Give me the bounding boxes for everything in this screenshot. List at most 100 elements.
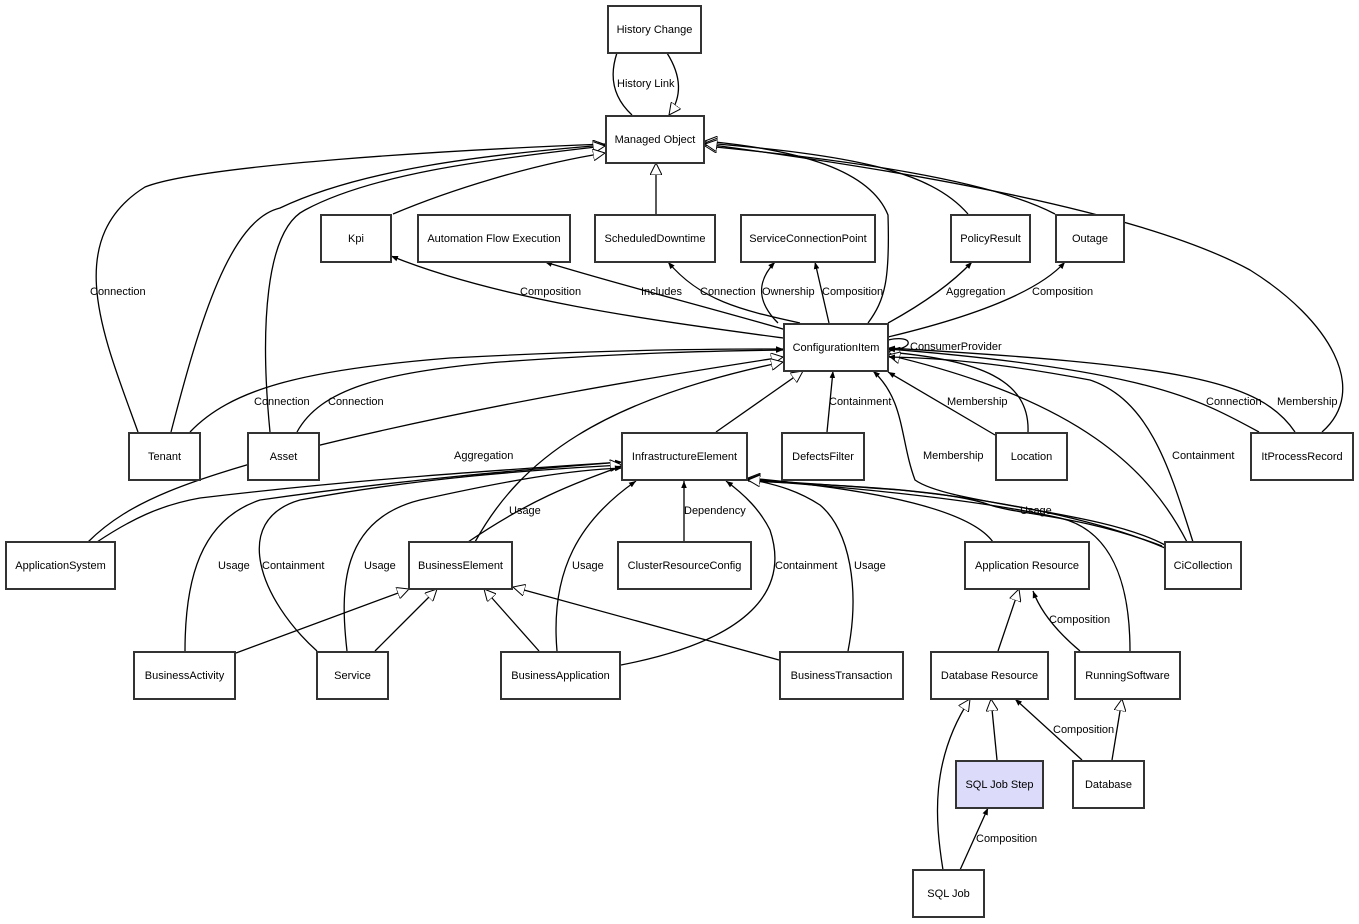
node-configuration-item[interactable]: ConfigurationItem (783, 323, 889, 372)
label-ci-scp-ownership: Ownership (762, 286, 815, 298)
node-history-change[interactable]: History Change (607, 5, 702, 54)
node-ci-collection[interactable]: CiCollection (1164, 541, 1242, 590)
label-ipr-ci-membership: Membership (1277, 396, 1338, 408)
node-scheduled-downtime[interactable]: ScheduledDowntime (594, 214, 716, 263)
label-ci-afe-includes: Includes (641, 286, 682, 298)
node-label: Managed Object (614, 133, 696, 146)
edge-db-rs-inherit (1111, 699, 1122, 761)
edge-tenant-mo-connection (95, 141, 606, 433)
node-label: SQL Job Step (965, 778, 1034, 791)
label-rs-ar-composition: Composition (1049, 614, 1110, 626)
label-ci-kpi-composition: Composition (520, 286, 581, 298)
node-business-element[interactable]: BusinessElement (408, 541, 513, 590)
node-label: BusinessActivity (144, 669, 225, 682)
node-application-system[interactable]: ApplicationSystem (5, 541, 116, 590)
node-automation-flow-execution[interactable]: Automation Flow Execution (417, 214, 571, 263)
node-database[interactable]: Database (1072, 760, 1145, 809)
node-business-activity[interactable]: BusinessActivity (133, 651, 236, 700)
edge-rs-ie-inherit (748, 480, 1131, 652)
edge-bt-ie-usage (747, 477, 854, 652)
node-label: Database Resource (940, 669, 1039, 682)
edge-history-link-down (666, 52, 679, 115)
node-service[interactable]: Service (316, 651, 389, 700)
node-application-resource[interactable]: Application Resource (964, 541, 1090, 590)
edge-bapp-be-inherit (484, 589, 540, 652)
label-ci-pr-aggregation: Aggregation (946, 286, 1005, 298)
edge-df-ci-containment (826, 370, 836, 433)
node-label: ScheduledDowntime (604, 232, 706, 245)
label-df-ci-containment: Containment (829, 396, 891, 408)
label-ipr-ci-connection: Connection (1206, 396, 1262, 408)
node-policy-result[interactable]: PolicyResult (950, 214, 1031, 263)
edge-bapp-ie-usage (555, 480, 637, 652)
node-label: Application Resource (975, 559, 1079, 572)
label-be-ie-usage: Usage (509, 505, 541, 517)
edge-outage-mo-inherit (705, 146, 1056, 215)
node-tenant[interactable]: Tenant (128, 432, 201, 481)
edge-sqljob-step-composition (959, 807, 989, 871)
edge-ci-outage-composition (887, 261, 1066, 338)
edge-bapp-ie-containment (620, 480, 776, 666)
edge-db-dr-composition (1014, 698, 1083, 761)
node-business-application[interactable]: BusinessApplication (500, 651, 621, 700)
node-running-software[interactable]: RunningSoftware (1074, 651, 1181, 700)
node-sql-job[interactable]: SQL Job (912, 869, 985, 918)
node-service-connection-point[interactable]: ServiceConnectionPoint (740, 214, 876, 263)
edge-ipr-ci-connection (887, 346, 1260, 433)
node-label: ItProcessRecord (1261, 450, 1343, 463)
edge-tenant-ci-connection (189, 346, 784, 433)
label-history-link: History Link (617, 78, 675, 90)
edge-dr-ar-inherit (997, 589, 1019, 652)
edge-ci-sd-connection (667, 261, 801, 324)
node-label: Outage (1071, 232, 1109, 245)
node-label: ApplicationSystem (15, 559, 106, 572)
edge-cic-ie-inherit (748, 479, 1166, 549)
edge-location-ci-inherit (888, 352, 1029, 433)
edge-ci-pr-aggregation (887, 261, 973, 324)
label-cic-ci-membership: Membership (923, 450, 984, 462)
label-cic-ci-containment: Containment (1172, 450, 1234, 462)
node-database-resource[interactable]: Database Resource (930, 651, 1049, 700)
node-label: ServiceConnectionPoint (749, 232, 867, 245)
label-as-ie-aggregation: Aggregation (454, 450, 513, 462)
edge-be-ie-usage (467, 465, 623, 543)
edge-ci-scp-ownership (761, 261, 779, 324)
node-label: Tenant (147, 450, 182, 463)
edge-svc-ie-containment (258, 465, 622, 652)
edge-ipr-ci-membership (887, 345, 1296, 433)
edge-be-ci-inherit (474, 362, 783, 543)
edge-ie-ci-inherit (715, 371, 803, 433)
label-bt-ie-usage: Usage (854, 560, 886, 572)
label-bapp-ie-usage: Usage (572, 560, 604, 572)
node-label: BusinessApplication (511, 669, 610, 682)
node-kpi[interactable]: Kpi (320, 214, 392, 263)
node-label: Service (334, 669, 371, 682)
node-defects-filter[interactable]: DefectsFilter (781, 432, 865, 481)
edge-rs-ar-composition (1032, 590, 1081, 652)
edge-cic-ci-inherit (888, 355, 1188, 543)
node-it-process-record[interactable]: ItProcessRecord (1250, 432, 1354, 481)
label-location-ci-membership: Membership (947, 396, 1008, 408)
node-outage[interactable]: Outage (1055, 214, 1125, 263)
node-label: Database (1084, 778, 1133, 791)
node-label: DefectsFilter (792, 450, 854, 463)
label-bapp-ie-containment: Containment (775, 560, 837, 572)
node-label: History Change (616, 23, 693, 36)
edge-cic-ci-membership (872, 370, 1166, 546)
edge-ci-kpi-composition (390, 255, 784, 339)
edge-ba-ie-usage (184, 459, 623, 652)
edge-svc-ie-usage (343, 465, 623, 652)
label-svc-ie-usage: Usage (364, 560, 396, 572)
node-label: BusinessElement (418, 559, 503, 572)
node-infrastructure-element[interactable]: InfrastructureElement (621, 432, 748, 481)
node-managed-object[interactable]: Managed Object (605, 115, 705, 164)
node-sql-job-step[interactable]: SQL Job Step (955, 760, 1044, 809)
node-cluster-resource-config[interactable]: ClusterResourceConfig (617, 541, 752, 590)
node-location[interactable]: Location (995, 432, 1068, 481)
label-svc-ie-containment: Containment (262, 560, 324, 572)
node-asset[interactable]: Asset (247, 432, 320, 481)
node-business-transaction[interactable]: BusinessTransaction (779, 651, 904, 700)
edge-kpi-mo-inherit (392, 153, 605, 215)
